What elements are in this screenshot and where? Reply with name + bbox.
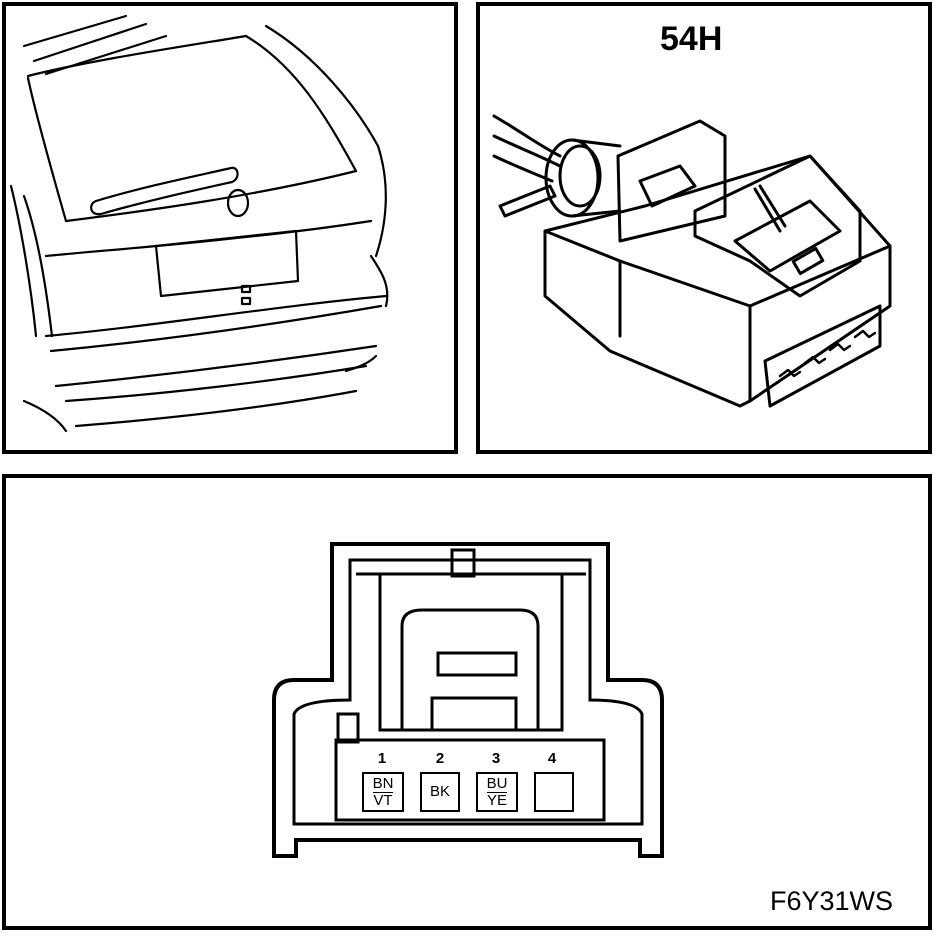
connector-code-label: 54H (660, 20, 723, 58)
pin-1-wire-color-1: BN (372, 774, 394, 792)
pin-1-wire-color-2: VT (373, 791, 393, 809)
pin-1-number: 1 (377, 750, 387, 767)
vehicle-location-panel (2, 2, 458, 454)
pin-3-wire-color-1: BU (486, 774, 508, 792)
pin-4-cavity (534, 772, 574, 812)
pinout-panel: 1 2 3 4 BN VT BK BU YE F6Y31WS (2, 474, 932, 930)
connector-housing-icon (492, 114, 892, 408)
pin-3-cavity: BU YE (476, 772, 518, 812)
pin-2-wire-color-1: BK (429, 783, 450, 800)
pin-3-number: 3 (491, 750, 501, 767)
connector-face-outline (272, 542, 664, 858)
pin-3-wire-color-2: YE (486, 791, 507, 809)
pin-4-number: 4 (547, 750, 557, 767)
connector-view-panel: 54H (476, 2, 932, 454)
pin-1-cavity: BN VT (362, 772, 404, 812)
figure-id-label: F6Y31WS (770, 886, 894, 916)
pin-2-cavity: BK (420, 772, 460, 812)
pin-2-number: 2 (435, 750, 445, 767)
vehicle-rear-view-icon (9, 14, 389, 433)
